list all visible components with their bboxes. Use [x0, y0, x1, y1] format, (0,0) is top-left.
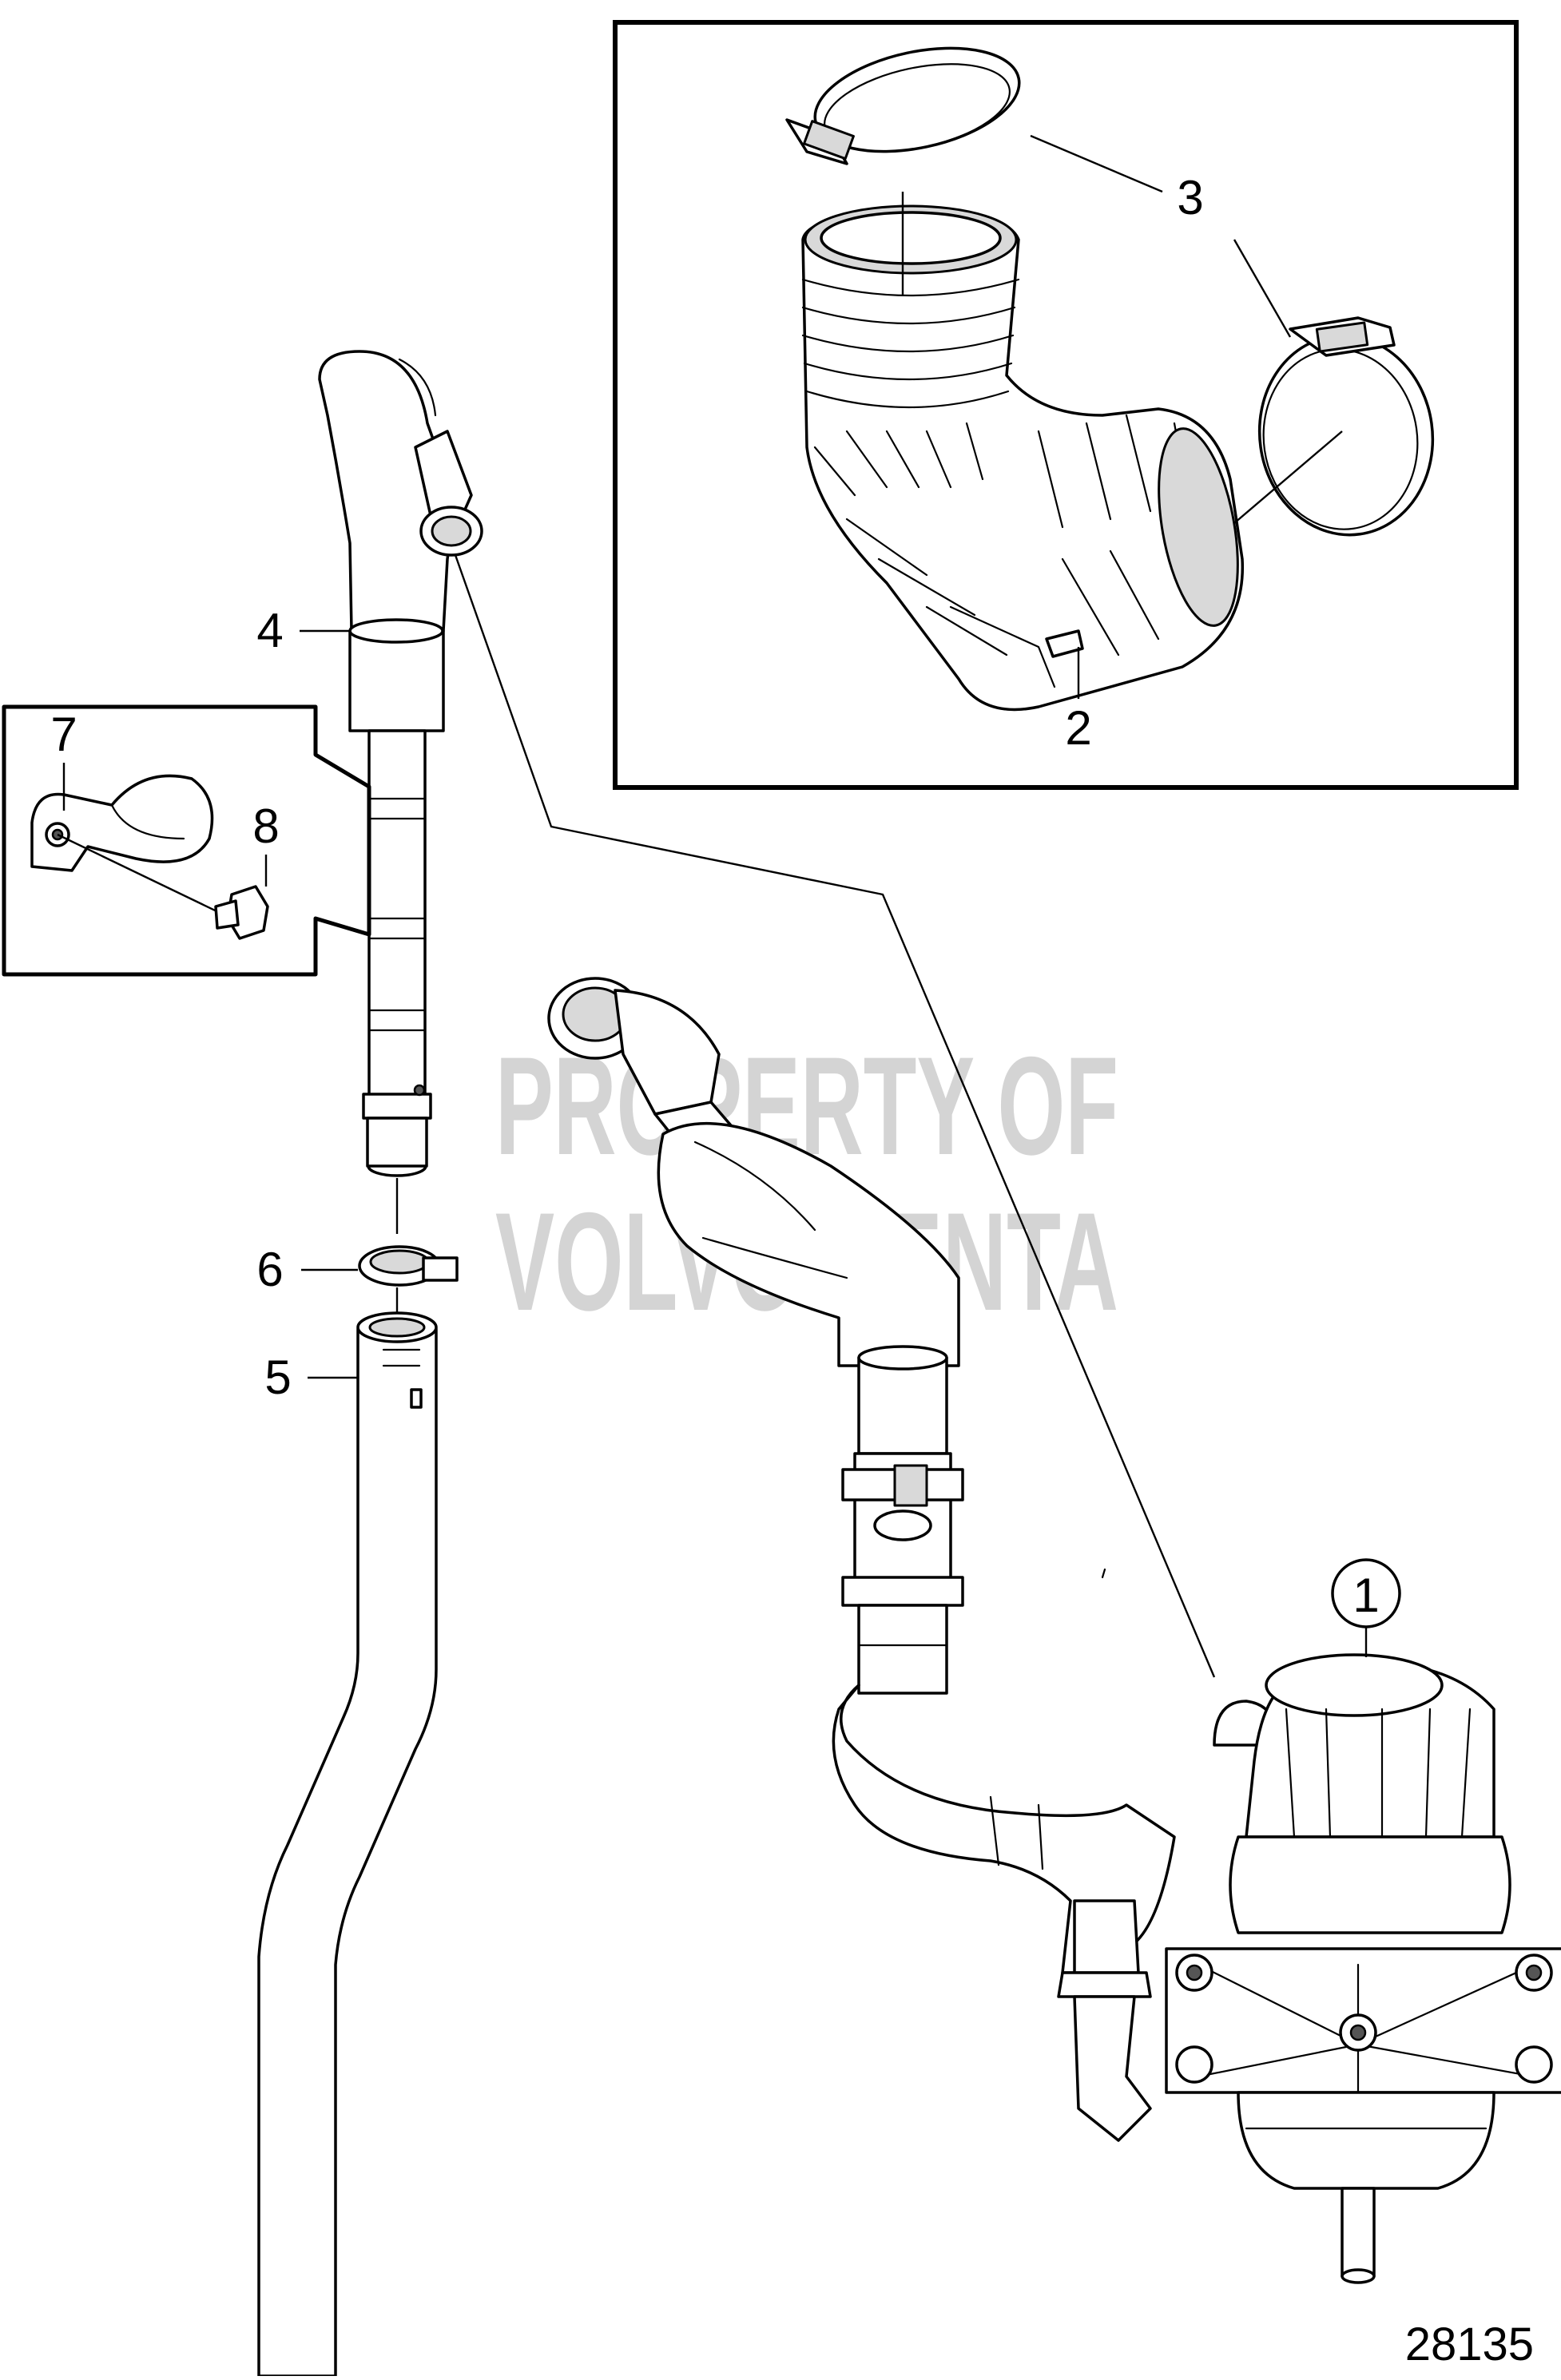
- oil-separator-valve: [1165, 1653, 1561, 2284]
- inset-frame-air-intake: [613, 20, 1519, 790]
- callout-4: 4: [256, 604, 283, 657]
- callout-1: 1: [1352, 1569, 1379, 1622]
- air-intake-elbow: [801, 204, 1245, 712]
- callout-8: 8: [252, 799, 279, 853]
- breather-hose-upper: [318, 350, 483, 732]
- callout-7: 7: [50, 708, 77, 761]
- callout-3: 3: [1177, 171, 1203, 224]
- callout-5: 5: [264, 1351, 291, 1404]
- callout-2: 2: [1065, 701, 1091, 755]
- hose-clamp-upper: [785, 46, 1021, 165]
- hose-clamp-right: [1257, 316, 1435, 537]
- callout-6: 6: [256, 1243, 283, 1296]
- breather-pipe: [362, 729, 432, 1177]
- figure-number: 28135: [1405, 2319, 1534, 2370]
- hose-clamp-small: [358, 1245, 459, 1287]
- detail-box-clip: [2, 704, 371, 977]
- breather-hose-lower: [257, 1311, 438, 2378]
- crankcase-vent-hose: [547, 977, 1176, 2142]
